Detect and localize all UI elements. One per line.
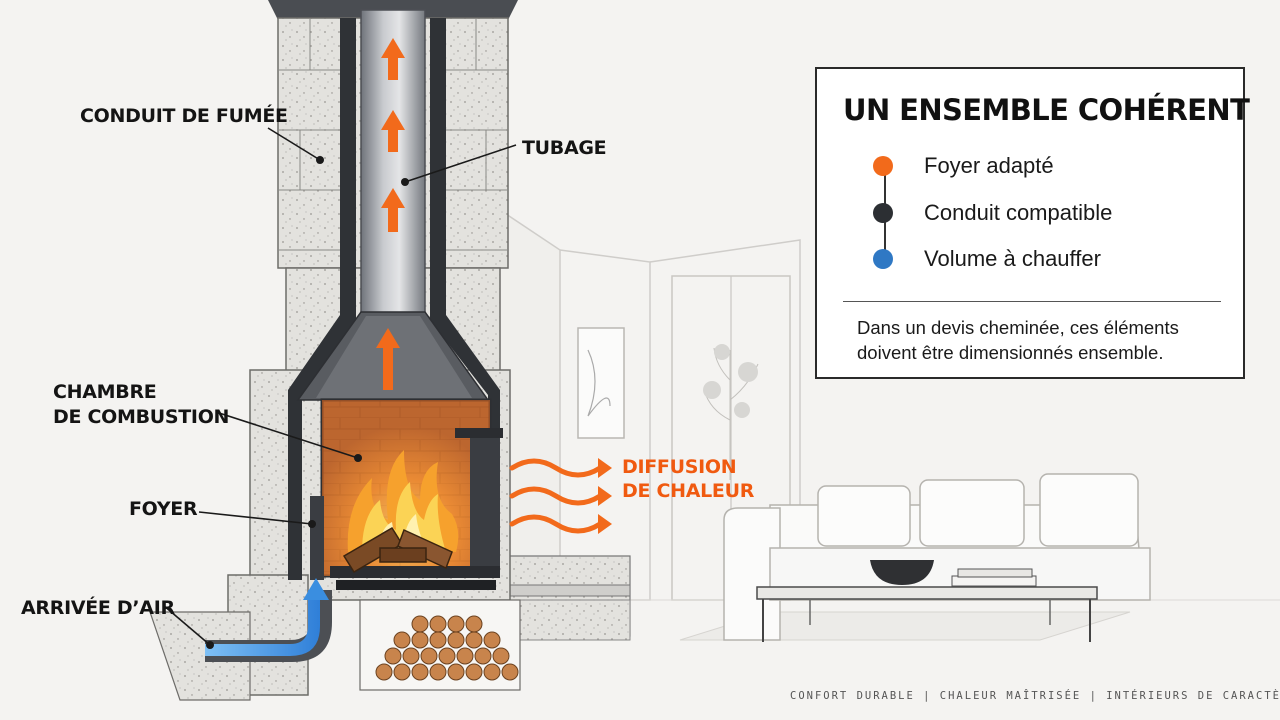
item-foyer-adapte: Foyer adapté: [873, 148, 1054, 184]
item-label: Conduit compatible: [924, 200, 1113, 225]
footer-tagline: CONFORT DURABLE | CHALEUR MAÎTRISÉE | IN…: [790, 690, 1280, 702]
orange-dot-icon: [873, 156, 893, 176]
item-conduit-compatible: Conduit compatible: [873, 195, 1112, 231]
heat-waves: [509, 458, 603, 534]
label-chambre-line1: CHAMBRE: [53, 381, 157, 403]
blue-dot-icon: [873, 249, 893, 269]
fire: [342, 450, 459, 574]
label-diffusion-line2: DE CHALEUR: [622, 480, 755, 502]
heat-wave-arrowheads: [598, 458, 612, 534]
label-diffusion-de-chaleur: DIFFUSION DE CHALEUR: [622, 455, 754, 503]
connector-line-2: [884, 219, 886, 254]
leader-lines: [162, 127, 517, 646]
coffee-table: [756, 560, 1098, 642]
log-storage: [359, 599, 521, 691]
label-chambre-line2: DE COMBUSTION: [53, 406, 230, 428]
dark-dot-icon: [873, 203, 893, 223]
item-label: Volume à chauffer: [924, 246, 1101, 271]
label-tubage: TUBAGE: [522, 137, 607, 159]
info-card: UN ENSEMBLE COHÉRENT Foyer adapté Condui…: [815, 67, 1250, 379]
card-divider: [843, 301, 1221, 302]
card-note: Dans un devis cheminée, ces éléments doi…: [857, 317, 1179, 363]
label-arrivee-d-air: ARRIVÉE D’AIR: [21, 597, 175, 619]
card-title: UN ENSEMBLE COHÉRENT: [843, 93, 1250, 127]
label-chambre-de-combustion: CHAMBRE DE COMBUSTION: [53, 380, 229, 430]
leader-dots: [206, 156, 409, 649]
label-conduit-de-fumee: CONDUIT DE FUMÉE: [80, 105, 288, 127]
item-volume-a-chauffer: Volume à chauffer: [873, 241, 1101, 277]
air-inlet-duct: [149, 578, 332, 701]
item-label: Foyer adapté: [924, 153, 1054, 178]
label-diffusion-line1: DIFFUSION: [622, 456, 737, 478]
label-foyer: FOYER: [129, 498, 198, 520]
sofa: [723, 473, 1151, 641]
connector-line-1: [884, 172, 886, 207]
flue-liner: [296, 9, 490, 401]
